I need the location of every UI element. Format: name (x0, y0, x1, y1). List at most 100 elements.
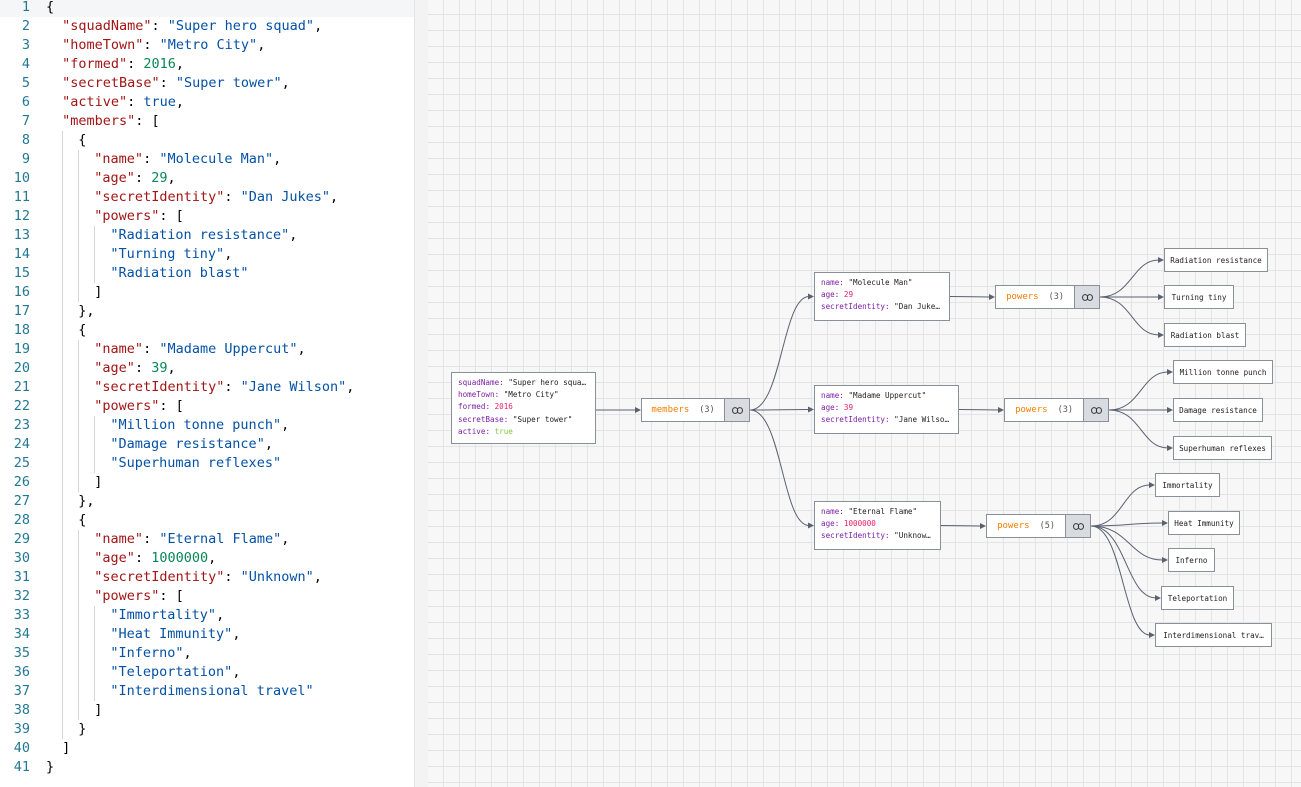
code-line[interactable]: 11"secretIdentity": "Dan Jukes", (0, 188, 414, 207)
indent-guide (94, 416, 96, 473)
code-line[interactable]: 17}, (0, 302, 414, 321)
code-line[interactable]: 38] (0, 701, 414, 720)
power-leaf-node[interactable]: Turning tiny (1164, 285, 1234, 309)
code-line[interactable]: 20"age": 39, (0, 359, 414, 378)
code-text: "Turning tiny", (110, 246, 233, 262)
power-leaf-node[interactable]: Superhuman reflexes (1173, 436, 1272, 460)
code-line[interactable]: 21 "secretIdentity": "Jane Wilson", (0, 378, 414, 397)
code-line[interactable]: 24"Damage resistance", (0, 435, 414, 454)
code-line[interactable]: 34"Heat Immunity", (0, 625, 414, 644)
code-text: { (78, 322, 87, 338)
code-line[interactable]: 30"age": 1000000, (0, 549, 414, 568)
edge-arrowhead (1162, 520, 1168, 526)
edge-arrowhead (635, 407, 641, 413)
power-leaf-node[interactable]: Radiation blast (1164, 323, 1246, 347)
code-line[interactable]: 18 { (0, 321, 414, 340)
code-line[interactable]: 33"Immortality", (0, 606, 414, 625)
power-leaf-node[interactable]: Million tonne punch (1173, 360, 1273, 384)
code-line[interactable]: 23"Million tonne punch", (0, 416, 414, 435)
code-text: ] (94, 284, 103, 300)
code-text: "powers": [ (94, 588, 184, 604)
code-line[interactable]: 29"name": "Eternal Flame", (0, 530, 414, 549)
code-text: "Interdimensional travel" (110, 683, 314, 699)
code-line[interactable]: 31"secretIdentity": "Unknown", (0, 568, 414, 587)
power-leaf-node[interactable]: Damage resistance (1173, 398, 1263, 422)
code-text: ] (62, 740, 71, 756)
link-icon[interactable] (1065, 515, 1090, 537)
node-row: secretBase: "Super tower" (458, 414, 573, 424)
line-number: 14 (13, 246, 30, 262)
powers-array-node[interactable]: powers(5) (986, 514, 1091, 538)
edge-arrowhead (998, 407, 1004, 413)
members-array-node[interactable]: members(3) (641, 398, 750, 422)
code-line[interactable]: 41} (0, 758, 414, 777)
code-line[interactable]: 6"active": true, (0, 93, 414, 112)
code-text: "members": [ (62, 113, 160, 129)
line-number: 21 (13, 379, 30, 395)
code-line[interactable]: 35"Inferno", (0, 644, 414, 663)
code-line[interactable]: 3"homeTown": "Metro City", (0, 36, 414, 55)
code-line[interactable]: 10"age": 29, (0, 169, 414, 188)
link-icon[interactable] (1074, 286, 1099, 308)
line-number: 4 (21, 56, 30, 72)
root-object-node[interactable]: squadName: "Super hero squa…homeTown: "M… (451, 372, 596, 444)
link-icon[interactable] (1083, 399, 1108, 421)
code-line[interactable]: 26] (0, 473, 414, 492)
code-text: "secretIdentity": "Jane Wilson", (94, 379, 355, 395)
code-line[interactable]: 19"name": "Madame Uppercut", (0, 340, 414, 359)
code-line[interactable]: 32"powers": [ (0, 587, 414, 606)
power-leaf-node[interactable]: Teleportation (1161, 586, 1234, 610)
code-line[interactable]: 27}, (0, 492, 414, 511)
link-icon[interactable] (724, 399, 749, 421)
code-line[interactable]: 16] (0, 283, 414, 302)
line-number: 18 (13, 322, 30, 338)
code-line[interactable]: 9"name": "Molecule Man", (0, 150, 414, 169)
power-leaf-node[interactable]: Radiation resistance (1164, 248, 1268, 272)
graph-edge (1090, 522, 1164, 527)
code-line[interactable]: 39} (0, 720, 414, 739)
code-line[interactable]: 25"Superhuman reflexes" (0, 454, 414, 473)
code-text: "secretBase": "Super tower", (62, 75, 290, 91)
code-line[interactable]: 12"powers": [ (0, 207, 414, 226)
graph-edge (749, 409, 810, 526)
code-line[interactable]: 1{ (0, 0, 414, 17)
node-row: formed: 2016 (458, 402, 513, 412)
edge-arrowhead (980, 523, 986, 529)
code-line[interactable]: 2"squadName": "Super hero squad", (0, 17, 414, 36)
code-line[interactable]: 40] (0, 739, 414, 758)
code-line[interactable]: 36"Teleportation", (0, 663, 414, 682)
code-line[interactable]: 4"formed": 2016, (0, 55, 414, 74)
line-number: 6 (21, 94, 30, 110)
array-label: powers(5) (987, 515, 1065, 537)
code-text: "name": "Madame Uppercut", (94, 341, 306, 357)
edge-arrowhead (808, 406, 814, 413)
line-number: 28 (13, 512, 30, 528)
code-line[interactable]: 28{ (0, 511, 414, 530)
node-row: name: "Madame Uppercut" (821, 391, 927, 400)
code-line[interactable]: 37"Interdimensional travel" (0, 682, 414, 701)
code-line[interactable]: 5"secretBase": "Super tower", (0, 74, 414, 93)
graph-canvas[interactable]: squadName: "Super hero squa…homeTown: "M… (428, 0, 1301, 787)
code-line[interactable]: 8{ (0, 131, 414, 150)
code-text: "age": 29, (94, 170, 176, 186)
code-editor[interactable]: 1{2"squadName": "Super hero squad",3"hom… (0, 0, 414, 787)
code-line[interactable]: 13"Radiation resistance", (0, 226, 414, 245)
graph-edge (958, 409, 1000, 411)
code-line[interactable]: 15"Radiation blast" (0, 264, 414, 283)
code-line[interactable]: 22"powers": [ (0, 397, 414, 416)
powers-array-node[interactable]: powers(3) (1004, 398, 1109, 422)
power-leaf-node[interactable]: Immortality (1155, 473, 1220, 497)
power-leaf-node[interactable]: Heat Immunity (1168, 511, 1240, 535)
code-line[interactable]: 7"members": [ (0, 112, 414, 131)
edge-arrowhead (1167, 369, 1173, 375)
code-line[interactable]: 14 "Turning tiny", (0, 245, 414, 264)
power-leaf-node[interactable]: Interdimensional trav… (1155, 623, 1272, 647)
power-leaf-node[interactable]: Inferno (1168, 548, 1215, 572)
powers-array-node[interactable]: powers(3) (995, 285, 1100, 309)
code-text: { (46, 0, 55, 15)
code-text: "age": 1000000, (94, 550, 217, 566)
line-number: 27 (13, 493, 30, 509)
